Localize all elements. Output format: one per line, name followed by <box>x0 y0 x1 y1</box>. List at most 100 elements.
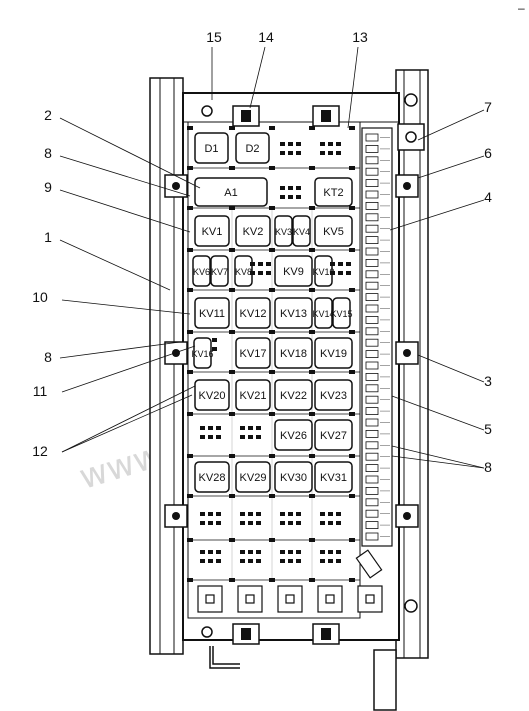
relay: KV13 <box>274 297 313 329</box>
fuse-slot <box>365 418 379 427</box>
fuse-slot <box>365 441 379 450</box>
relay-label: KV7 <box>211 267 228 277</box>
relay-body <box>235 297 271 329</box>
callout-line <box>59 239 171 291</box>
empty-relay-socket <box>200 550 221 563</box>
contact-pin <box>349 206 355 210</box>
contact-pin <box>187 206 193 210</box>
contact-pin <box>229 206 235 210</box>
relay: KV6 <box>192 255 211 287</box>
contact-pin <box>269 412 275 416</box>
contact-pin <box>349 126 355 130</box>
callout-line <box>417 155 485 179</box>
contact-pin <box>269 578 275 582</box>
relay-label: KV14 <box>312 309 334 319</box>
fuse-slot <box>365 395 379 404</box>
contact-pin <box>309 454 315 458</box>
fuse-slot <box>365 270 379 279</box>
corner-mark: – <box>518 1 525 15</box>
contact-pin <box>229 370 235 374</box>
contact-pin <box>309 248 315 252</box>
callout-number: 8 <box>44 145 52 161</box>
contact-pin <box>229 288 235 292</box>
relay-label: D1 <box>204 143 218 155</box>
relay-label: KV15 <box>330 309 352 319</box>
contact-pin <box>349 330 355 334</box>
relay: KV27 <box>314 419 353 451</box>
fuse-slot <box>365 464 379 473</box>
contact-pin <box>309 412 315 416</box>
callout-line <box>391 455 485 469</box>
relay-label: KV5 <box>323 226 344 238</box>
empty-relay-socket <box>250 262 271 275</box>
contact-pin <box>229 494 235 498</box>
relay-label: KV1 <box>202 226 223 238</box>
relay: KV2 <box>235 215 271 247</box>
relay-body <box>314 419 353 451</box>
relay-body <box>194 215 230 247</box>
contact-pin <box>349 538 355 542</box>
relay: KV22 <box>274 379 313 411</box>
empty-relay-socket <box>320 550 341 563</box>
callout-number: 9 <box>44 179 52 195</box>
fuse-slot <box>365 224 379 233</box>
relay-body <box>332 297 351 329</box>
empty-relay-socket <box>240 512 261 525</box>
callout-line <box>389 199 485 231</box>
relay: KV5 <box>314 215 353 247</box>
callout-number: 1 <box>44 229 52 245</box>
relay-label: KV3 <box>275 227 292 237</box>
callout-number: 5 <box>484 421 492 437</box>
contact-pin <box>187 330 193 334</box>
callout-line <box>59 341 181 359</box>
relay-body <box>235 461 271 493</box>
contact-pin <box>229 538 235 542</box>
relay: KV4 <box>292 215 311 247</box>
relay-body <box>194 177 268 207</box>
relay-body <box>314 337 353 369</box>
empty-relay-socket <box>200 512 221 525</box>
callout-line <box>59 155 191 197</box>
fuse-slot <box>365 532 379 541</box>
relay-label: KV4 <box>293 227 310 237</box>
relay-label: KV29 <box>240 472 267 484</box>
fuse-slot <box>365 293 379 302</box>
empty-relay-socket <box>240 550 261 563</box>
contact-pin <box>309 370 315 374</box>
fuse-slot <box>365 133 379 142</box>
contact-pin <box>309 206 315 210</box>
contact-pin <box>269 454 275 458</box>
fuse-slot <box>365 452 379 461</box>
relay: KV19 <box>314 337 353 369</box>
callout-lines <box>59 46 485 469</box>
relay-label: KV27 <box>320 430 347 442</box>
relay-label: KT2 <box>323 187 343 199</box>
relay-label: KV17 <box>240 348 267 360</box>
relay: KV31 <box>314 461 353 493</box>
contact-pin <box>187 578 193 582</box>
relay: KV18 <box>274 337 313 369</box>
callout-line <box>61 394 193 453</box>
relay-body <box>192 255 211 287</box>
callout-line <box>391 395 485 431</box>
relay-label: KV31 <box>320 472 347 484</box>
fuse-slot <box>365 475 379 484</box>
relay: A1 <box>194 177 268 207</box>
callout-line <box>59 189 191 233</box>
relay: KV21 <box>235 379 271 411</box>
relay: KV11 <box>194 297 230 329</box>
relay-label: KV9 <box>283 266 304 278</box>
contact-pin <box>187 494 193 498</box>
callout-line <box>391 445 485 469</box>
relay-label: KV6 <box>193 267 210 277</box>
callout-number: 8 <box>44 349 52 365</box>
relay-body <box>193 337 212 369</box>
relay-label: KV22 <box>280 390 307 402</box>
relay-label: KV30 <box>280 472 307 484</box>
empty-relay-socket <box>280 186 301 199</box>
relay: KV8 <box>234 255 253 287</box>
contact-pin <box>187 412 193 416</box>
terminal-block <box>317 585 343 613</box>
